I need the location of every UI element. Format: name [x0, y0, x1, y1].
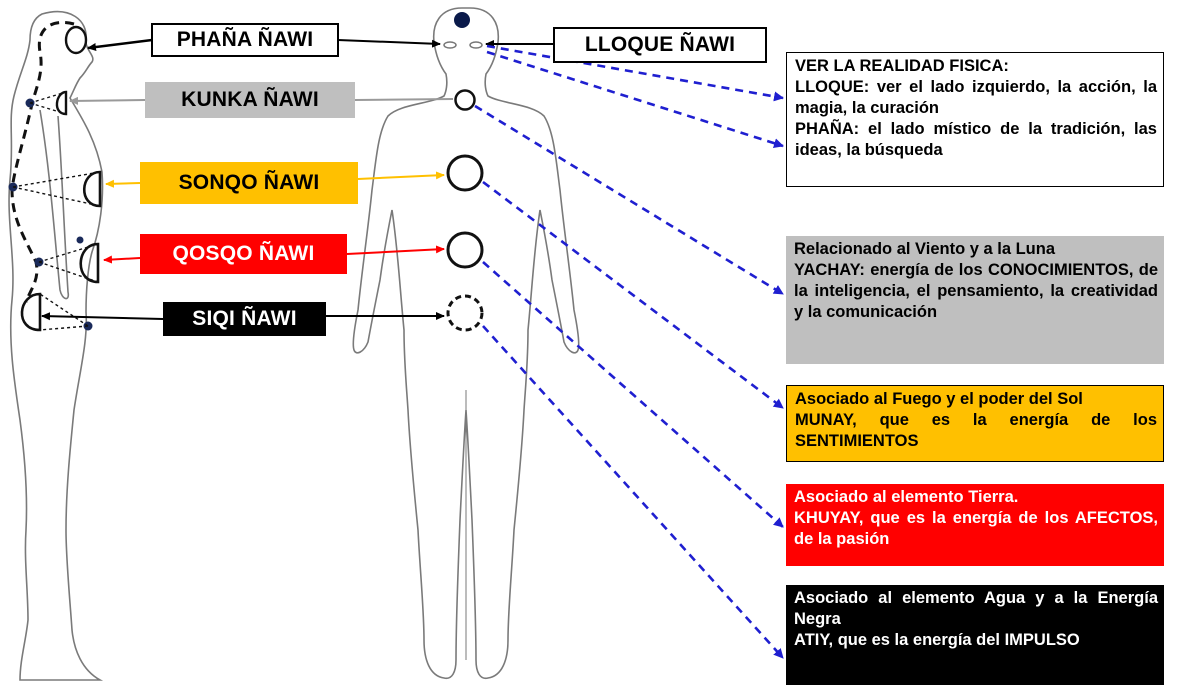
sonqo-arrow-right	[358, 175, 444, 179]
siqi-arrow-left	[42, 316, 163, 319]
qosqo-description-box: Asociado al elemento Tierra. KHUYAY, que…	[786, 484, 1164, 566]
qosqo-text: KHUYAY, que es la energía de los AFECTOS…	[794, 508, 1158, 550]
kunka-arrow-right	[355, 99, 453, 100]
vision-phana-text: PHAÑA: el lado místico de la tradición, …	[795, 119, 1157, 161]
connector-siqi	[483, 326, 783, 658]
qosqo-arrow-left	[104, 258, 140, 260]
connector-sonqo	[483, 182, 783, 408]
vision-heading: VER LA REALIDAD FISICA:	[795, 56, 1157, 77]
connector-qosqo	[483, 262, 783, 527]
vision-description-box: VER LA REALIDAD FISICA: LLOQUE: ver el l…	[786, 52, 1164, 187]
sonqo-arrow-left	[106, 183, 140, 184]
sonqo-description-box: Asociado al Fuego y el poder del Sol MUN…	[786, 385, 1164, 462]
phana-nawi-label: PHAÑA ÑAWI	[151, 23, 339, 57]
kunka-heading: Relacionado al Viento y a la Luna	[794, 239, 1158, 260]
connector-eyes-lower	[487, 52, 783, 146]
kunka-nawi-label: KUNKA ÑAWI	[145, 82, 355, 118]
qosqo-nawi-label: QOSQO ÑAWI	[140, 234, 347, 274]
lloque-nawi-label: LLOQUE ÑAWI	[553, 27, 767, 63]
phana-arrow	[88, 40, 152, 48]
kunka-description-box: Relacionado al Viento y a la Luna YACHAY…	[786, 236, 1164, 364]
side-body-outline	[9, 12, 102, 680]
kunka-arrow-left	[70, 100, 145, 101]
siqi-nawi-label: SIQI ÑAWI	[163, 302, 326, 336]
sonqo-text: MUNAY, que es la energía de los SENTIMIE…	[795, 410, 1157, 452]
front-chakra-markers	[444, 12, 482, 330]
description-connectors	[475, 46, 783, 658]
qosqo-heading: Asociado al elemento Tierra.	[794, 487, 1158, 508]
kunka-text: YACHAY: energía de los CONOCIMIENTOS, de…	[794, 260, 1158, 323]
connector-kunka	[475, 106, 783, 294]
siqi-heading: Asociado al elemento Agua y a la Energía…	[794, 588, 1158, 630]
siqi-text: ATIY, que es la energía del IMPULSO	[794, 630, 1158, 651]
vision-lloque-text: LLOQUE: ver el lado izquierdo, la acción…	[795, 77, 1157, 119]
sonqo-nawi-label: SONQO ÑAWI	[140, 162, 358, 204]
phana-arrow-right	[338, 40, 440, 44]
qosqo-arrow-right	[347, 249, 444, 254]
side-chakra-dots	[9, 99, 93, 331]
sonqo-heading: Asociado al Fuego y el poder del Sol	[795, 389, 1157, 410]
siqi-description-box: Asociado al elemento Agua y a la Energía…	[786, 585, 1164, 685]
